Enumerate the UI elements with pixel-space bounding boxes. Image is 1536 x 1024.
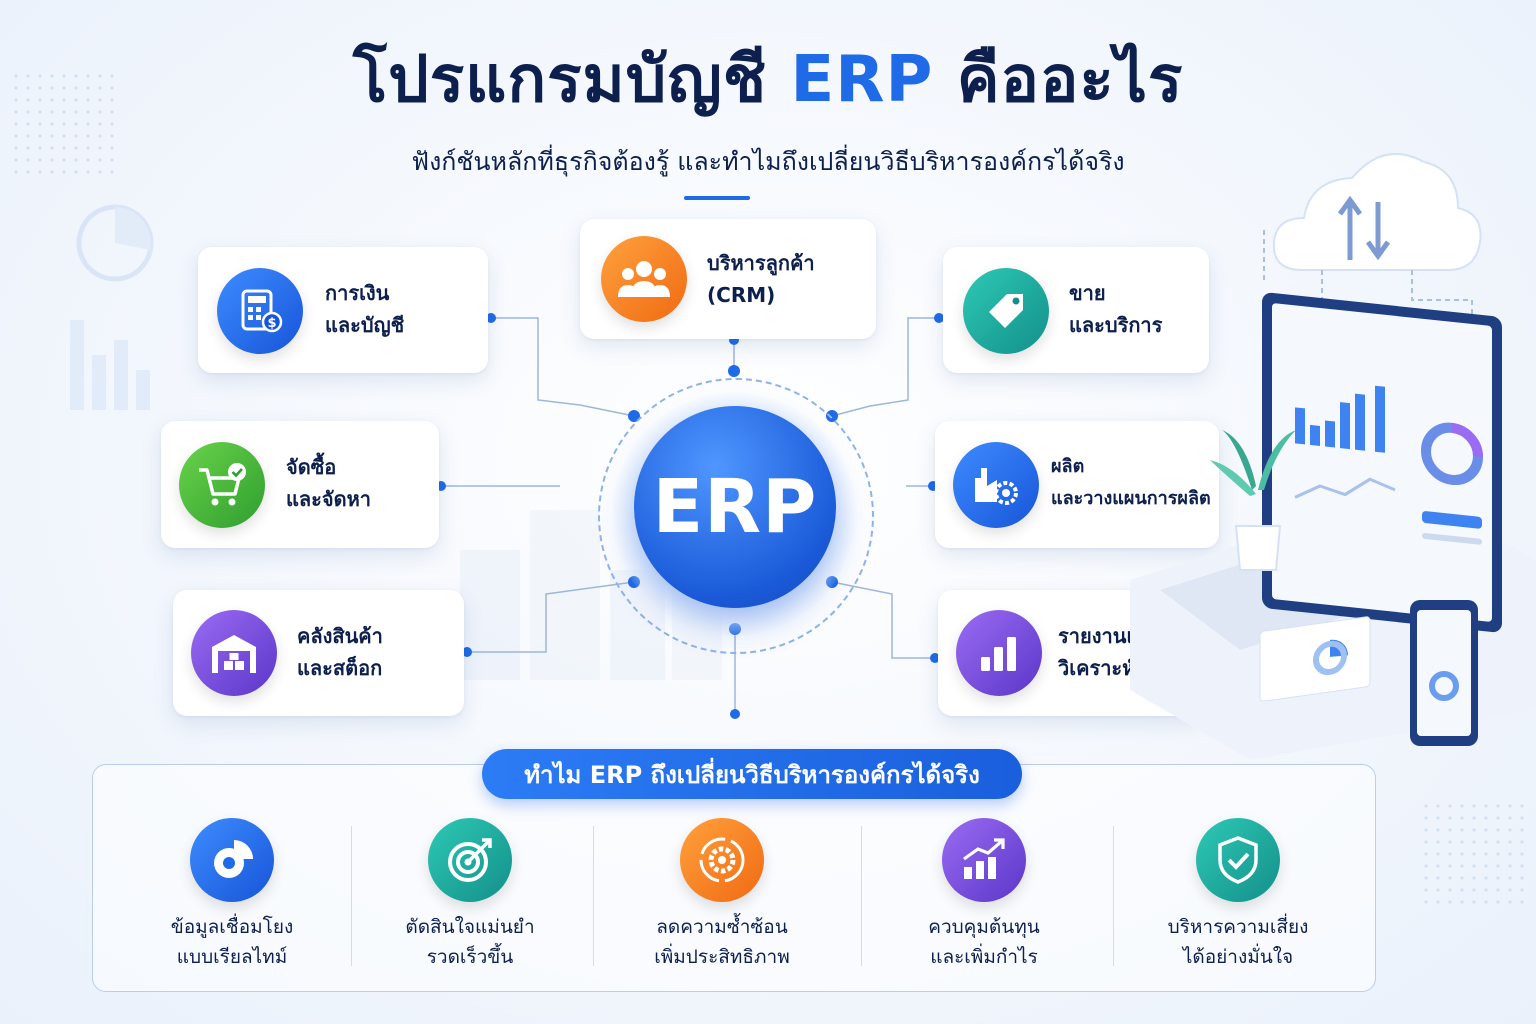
module-label: คลังสินค้า และสต็อก — [297, 620, 383, 684]
module-label: บริหารลูกค้า (CRM) — [707, 247, 815, 311]
growth-chart-icon — [942, 818, 1026, 902]
module-label-line2: และบัญชี — [325, 313, 405, 337]
benefit-text-line1: บริหารความเสี่ยง — [1167, 916, 1309, 938]
svg-text:$: $ — [267, 316, 276, 331]
benefit-text-line2: และเพิ่มกำไร — [930, 946, 1038, 968]
connector-sales — [831, 317, 939, 417]
benefit-text-line2: ได้อย่างมั่นใจ — [1182, 946, 1294, 968]
module-card-finance[interactable]: $ การเงิน และบัญชี — [198, 247, 488, 373]
title-text-end: คืออะไร — [956, 43, 1184, 117]
benefit-text-line1: ควบคุมต้นทุน — [928, 916, 1040, 938]
benefit-text: ควบคุมต้นทุน และเพิ่มกำไร — [864, 912, 1104, 972]
module-label-line2: (CRM) — [707, 283, 776, 307]
benefit-text-line1: ลดความซ้ำซ้อน — [656, 916, 788, 938]
benefit-item-efficiency: ลดความซ้ำซ้อน เพิ่มประสิทธิภาพ — [602, 818, 842, 972]
dashboard-monitor-illustration — [1130, 292, 1536, 760]
benefits-heading: ทำไม ERP ถึงเปลี่ยนวิธีบริหารองค์กรได้จร… — [482, 749, 1022, 799]
calculator-icon: $ — [217, 268, 303, 354]
benefit-text-line2: แบบเรียลไทม์ — [176, 946, 288, 968]
module-label: การเงิน และบัญชี — [325, 277, 404, 341]
benefit-text: ลดความซ้ำซ้อน เพิ่มประสิทธิภาพ — [602, 912, 842, 972]
title-text: โปรแกรมบัญชี — [352, 43, 768, 117]
module-label-line2: และวางแผนการผลิต — [1051, 488, 1211, 509]
background-dot-grid — [1420, 800, 1530, 910]
benefit-text: บริหารความเสี่ยง ได้อย่างมั่นใจ — [1118, 912, 1358, 972]
connector-dot — [462, 647, 472, 657]
module-card-production[interactable]: ผลิต และวางแผนการผลิต — [935, 421, 1219, 548]
background-dot-grid — [10, 70, 120, 180]
benefit-item-decision: ตัดสินใจแม่นยำ รวดเร็วขึ้น — [350, 818, 590, 972]
benefit-item-risk: บริหารความเสี่ยง ได้อย่างมั่นใจ — [1118, 818, 1358, 972]
connector-dot — [728, 365, 740, 377]
background-pie-decoration — [76, 204, 154, 282]
background-bar-chart-decoration — [70, 320, 150, 410]
benefit-text: ข้อมูลเชื่อมโยง แบบเรียลไทม์ — [112, 912, 352, 972]
shopping-cart-icon — [179, 442, 265, 528]
benefit-text-line2: เพิ่มประสิทธิภาพ — [654, 946, 790, 968]
module-card-crm[interactable]: บริหารลูกค้า (CRM) — [580, 219, 876, 339]
module-card-sales[interactable]: ขาย และบริการ — [943, 247, 1209, 373]
module-label-line1: บริหารลูกค้า — [707, 251, 815, 275]
connector-dot — [486, 313, 496, 323]
benefit-item-cost-control: ควบคุมต้นทุน และเพิ่มกำไร — [864, 818, 1104, 972]
pie-chart-icon — [190, 818, 274, 902]
connector-finance — [491, 317, 635, 417]
benefit-divider — [351, 826, 352, 966]
benefit-text: ตัดสินใจแม่นยำ รวดเร็วขึ้น — [350, 912, 590, 972]
module-label-line1: ผลิต — [1051, 456, 1085, 477]
module-label-line2: และบริการ — [1069, 313, 1163, 337]
module-label: ขาย และบริการ — [1069, 277, 1162, 341]
module-label-line2: และสต็อก — [297, 656, 383, 680]
module-label-line2: และจัดหา — [286, 487, 372, 511]
benefit-text-line2: รวดเร็วขึ้น — [426, 946, 514, 968]
erp-core-ring — [598, 378, 874, 654]
benefit-divider — [861, 826, 862, 966]
title-accent-erp: ERP — [790, 43, 934, 117]
price-tag-icon — [963, 268, 1049, 354]
gear-cycle-icon — [680, 818, 764, 902]
connector-warehouse — [467, 581, 635, 653]
module-label-line1: ขาย — [1069, 281, 1106, 305]
erp-core[interactable]: ERP — [634, 406, 836, 608]
module-label-line1: จัดซื้อ — [286, 455, 337, 479]
module-label: จัดซื้อ และจัดหา — [286, 451, 371, 515]
benefit-divider — [593, 826, 594, 966]
people-icon — [601, 236, 687, 322]
title-underline — [684, 196, 750, 200]
benefit-divider — [1113, 826, 1114, 966]
connector-dot — [930, 653, 940, 663]
module-label-line1: คลังสินค้า — [297, 624, 383, 648]
target-icon — [428, 818, 512, 902]
page-subtitle: ฟังก์ชันหลักที่ธุรกิจต้องรู้ และทำไมถึงเ… — [411, 147, 1125, 176]
module-card-purchasing[interactable]: จัดซื้อ และจัดหา — [161, 421, 439, 548]
page-title: โปรแกรมบัญชี ERP คืออะไร — [0, 28, 1536, 130]
connector-dot — [730, 709, 740, 719]
warehouse-icon — [191, 610, 277, 696]
benefit-text-line1: ข้อมูลเชื่อมโยง — [170, 916, 294, 938]
module-label-line1: การเงิน — [325, 281, 390, 305]
benefit-item-realtime-data: ข้อมูลเชื่อมโยง แบบเรียลไทม์ — [112, 818, 352, 972]
connector-dot — [934, 313, 944, 323]
cloud-sync-illustration — [1263, 153, 1482, 320]
connector-reports — [831, 581, 935, 659]
factory-gear-icon — [953, 442, 1039, 528]
module-card-warehouse[interactable]: คลังสินค้า และสต็อก — [173, 590, 464, 716]
shield-check-icon — [1196, 818, 1280, 902]
benefit-text-line1: ตัดสินใจแม่นยำ — [405, 916, 535, 938]
module-label: ผลิต และวางแผนการผลิต — [1051, 451, 1211, 515]
bar-chart-icon — [956, 610, 1042, 696]
